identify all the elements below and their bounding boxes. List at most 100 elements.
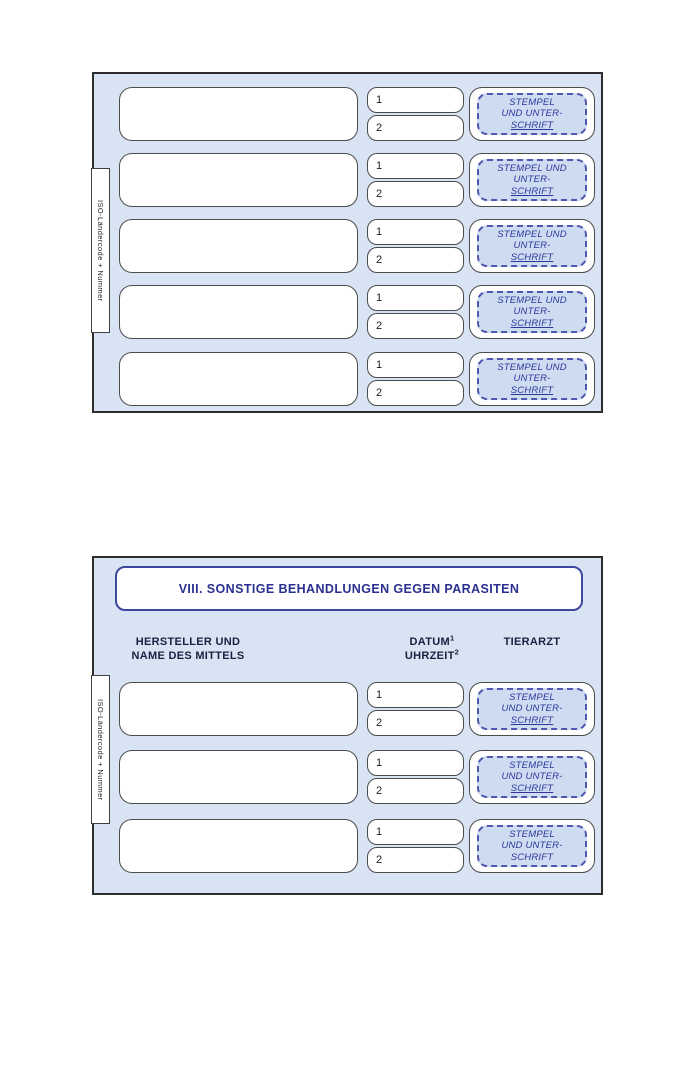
date-time-fields: 1 2 [367,219,464,273]
section-title-box: VIII. SONSTIGE BEHANDLUNGEN GEGEN PARASI… [115,566,583,611]
vet-stamp-box: STEMPEL UND UNTER- SCHRIFT [469,819,595,873]
stamp-placeholder: STEMPEL UND UNTER- SCHRIFT [477,93,587,135]
product-entry-field[interactable] [119,219,358,273]
date-time-fields: 1 2 [367,352,464,406]
vet-stamp-box: STEMPEL UND UNTER- SCHRIFT [469,219,595,273]
product-entry-field[interactable] [119,750,358,804]
stamp-placeholder: STEMPEL UND UNTER- SCHRIFT [477,688,587,730]
stamp-placeholder: STEMPEL UND UNTER- SCHRIFT [477,358,587,400]
product-entry-field[interactable] [119,819,358,873]
header-line: HERSTELLER UND [135,636,241,648]
date-field[interactable]: 1 [367,352,464,378]
field-number-label: 1 [376,94,383,106]
footnote-marker: 2 [454,647,460,657]
vet-stamp-box: STEMPEL UND UNTER- SCHRIFT [469,153,595,207]
field-number-label: 2 [376,122,383,134]
stamp-text-line: STEMPEL UND [497,162,567,174]
stamp-text-line: STEMPEL [509,759,555,771]
field-number-label: 1 [376,359,383,371]
product-entry-field[interactable] [119,87,358,141]
iso-country-code-tab: ISO-Ländercode + Nummer [91,168,110,333]
stamp-text-line: SCHRIFT [510,317,554,329]
field-number-label: 1 [376,826,383,838]
product-entry-field[interactable] [119,285,358,339]
stamp-text-line: UNTER- [513,174,551,186]
stamp-placeholder: STEMPEL UND UNTER- SCHRIFT [477,291,587,333]
date-time-fields: 1 2 [367,819,464,873]
date-field[interactable]: 1 [367,682,464,708]
iso-country-code-tab: ISO-Ländercode + Nummer [91,675,110,824]
product-entry-field[interactable] [119,682,358,736]
stamp-text-line: UND UNTER- [501,771,563,783]
field-number-label: 1 [376,160,383,172]
date-field[interactable]: 1 [367,87,464,113]
date-field[interactable]: 1 [367,153,464,179]
time-field[interactable]: 2 [367,313,464,339]
field-number-label: 2 [376,717,383,729]
treatment-row: 1 2 STEMPEL UND UNTER- SCHRIFT [119,87,595,141]
stamp-text-line: STEMPEL [509,96,555,108]
section-title: VIII. SONSTIGE BEHANDLUNGEN GEGEN PARASI… [178,581,520,596]
vet-stamp-box: STEMPEL UND UNTER- SCHRIFT [469,750,595,804]
date-time-fields: 1 2 [367,285,464,339]
header-line: NAME DES MITTELS [131,650,245,662]
stamp-text-line: UNTER- [513,240,551,252]
stamp-text-line: SCHRIFT [510,851,554,863]
product-entry-field[interactable] [119,153,358,207]
treatment-row: 1 2 STEMPEL UND UNTER- SCHRIFT [119,352,595,406]
stamp-text-line: UND UNTER- [501,840,563,852]
stamp-text-line: SCHRIFT [510,251,554,263]
header-text: UHRZEIT [404,650,455,662]
vet-stamp-box: STEMPEL UND UNTER- SCHRIFT [469,87,595,141]
treatment-row: 1 2 STEMPEL UND UNTER- SCHRIFT [119,153,595,207]
product-entry-field[interactable] [119,352,358,406]
time-field[interactable]: 2 [367,247,464,273]
date-field[interactable]: 1 [367,285,464,311]
header-line: UHRZEIT2 [382,647,482,663]
field-number-label: 2 [376,387,383,399]
column-header-vet: TIERARZT [482,635,582,649]
field-number-label: 2 [376,785,383,797]
stamp-text-line: STEMPEL [509,828,555,840]
header-line: TIERARZT [503,636,561,648]
stamp-text-line: SCHRIFT [510,185,554,197]
treatment-row: 1 2 STEMPEL UND UNTER- SCHRIFT [119,682,595,736]
iso-country-code-label: ISO-Ländercode + Nummer [96,199,105,302]
stamp-text-line: UND UNTER- [501,108,563,120]
date-field[interactable]: 1 [367,819,464,845]
date-field[interactable]: 1 [367,219,464,245]
stamp-text-line: SCHRIFT [510,384,554,396]
treatment-row: 1 2 STEMPEL UND UNTER- SCHRIFT [119,285,595,339]
column-header-datetime: DATUM1 UHRZEIT2 [382,634,482,663]
stamp-text-line: STEMPEL UND [497,228,567,240]
treatment-row: 1 2 STEMPEL UND UNTER- SCHRIFT [119,219,595,273]
date-time-fields: 1 2 [367,750,464,804]
stamp-text-line: STEMPEL UND [497,294,567,306]
stamp-text-line: STEMPEL [509,691,555,703]
field-number-label: 1 [376,757,383,769]
field-number-label: 2 [376,854,383,866]
time-field[interactable]: 2 [367,115,464,141]
stamp-text-line: UND UNTER- [501,703,563,715]
time-field[interactable]: 2 [367,778,464,804]
vet-stamp-box: STEMPEL UND UNTER- SCHRIFT [469,285,595,339]
time-field[interactable]: 2 [367,847,464,873]
field-number-label: 2 [376,320,383,332]
date-field[interactable]: 1 [367,750,464,776]
field-number-label: 1 [376,292,383,304]
stamp-text-line: UNTER- [513,373,551,385]
stamp-text-line: SCHRIFT [510,714,554,726]
field-number-label: 1 [376,226,383,238]
column-header-product: HERSTELLER UND NAME DES MITTELS [112,635,264,663]
time-field[interactable]: 2 [367,380,464,406]
header-line: DATUM1 [382,634,482,649]
stamp-text-line: SCHRIFT [510,782,554,794]
field-number-label: 2 [376,188,383,200]
iso-country-code-label: ISO-Ländercode + Nummer [96,698,105,801]
vet-stamp-box: STEMPEL UND UNTER- SCHRIFT [469,682,595,736]
time-field[interactable]: 2 [367,181,464,207]
time-field[interactable]: 2 [367,710,464,736]
stamp-placeholder: STEMPEL UND UNTER- SCHRIFT [477,756,587,798]
date-time-fields: 1 2 [367,87,464,141]
